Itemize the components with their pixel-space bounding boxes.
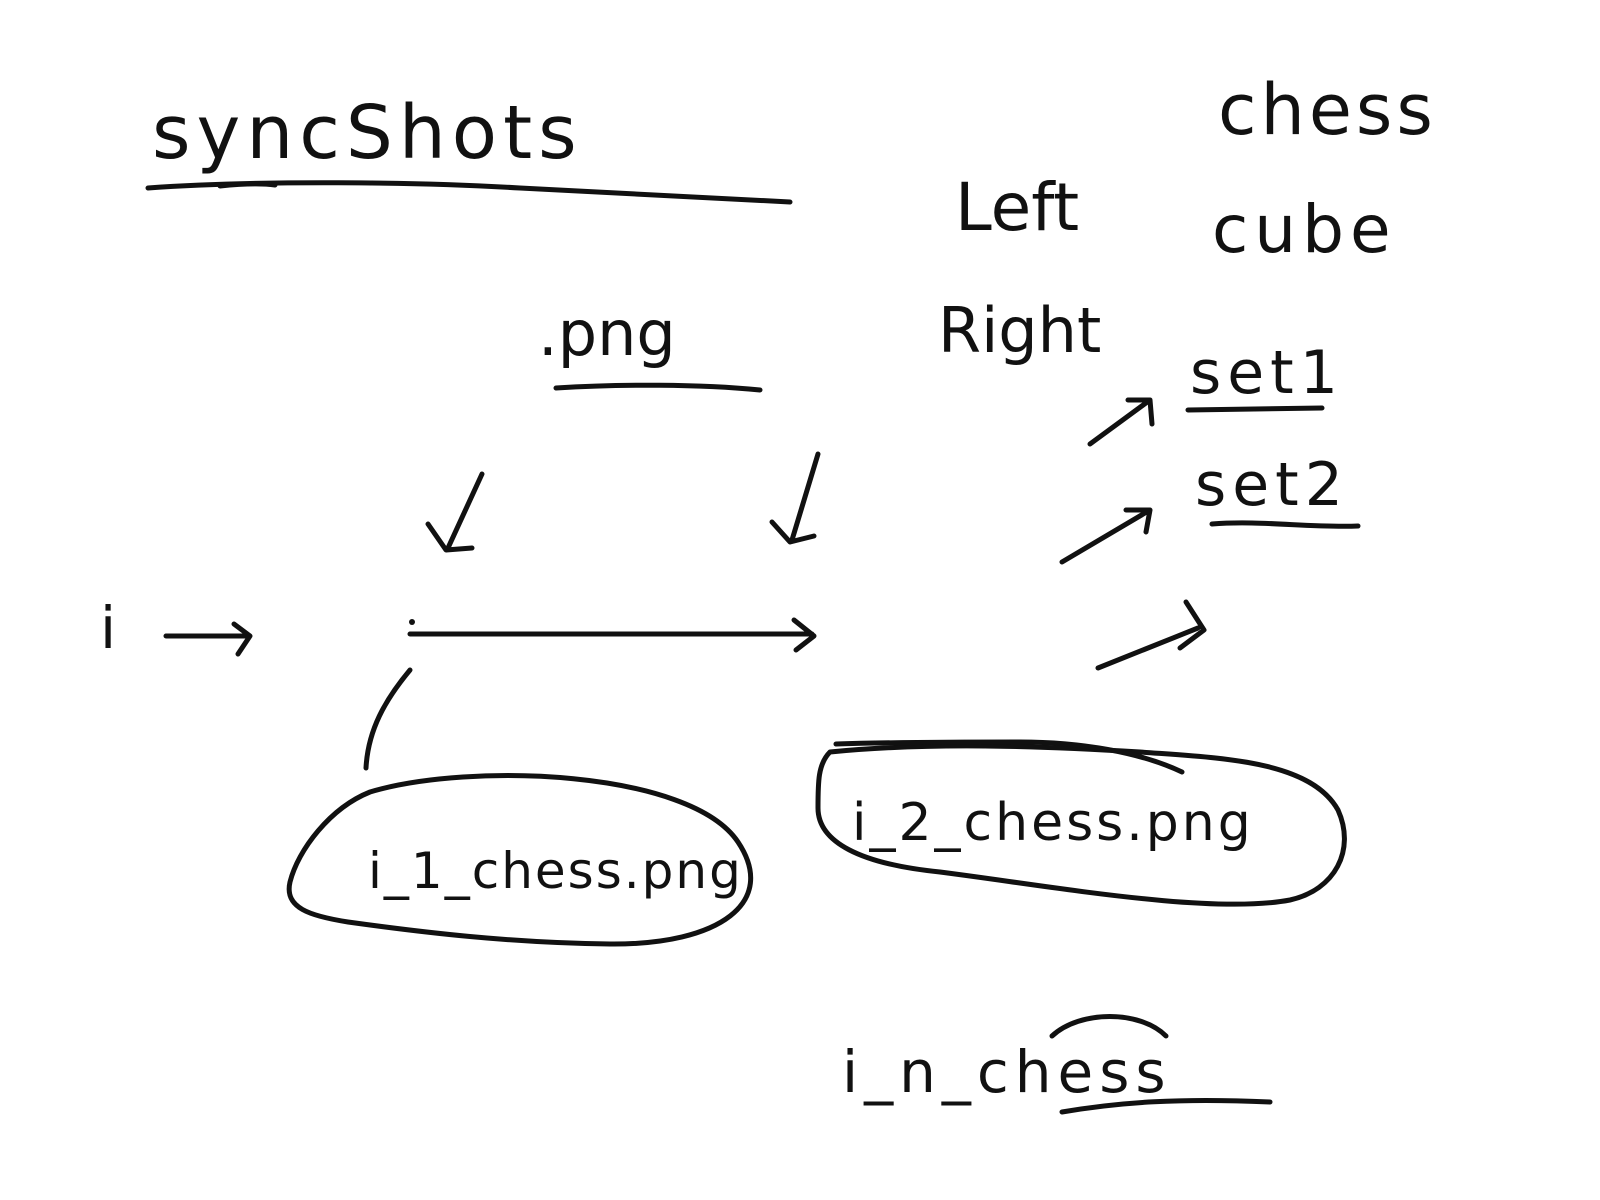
file-blob-first [286, 773, 753, 947]
nth-overstroke [1049, 1014, 1169, 1039]
nth-underline [1059, 1097, 1273, 1115]
set-label-2: set2 [1195, 450, 1349, 520]
format-label: .png [538, 297, 676, 370]
file-label-second: i_2_chess.png [852, 793, 1254, 853]
timeline-start-dot [409, 619, 415, 625]
scene-label-cube: cube [1212, 191, 1397, 268]
file-blob-second-top-overstroke [833, 739, 1185, 775]
title-underline-overstroke [217, 181, 278, 189]
scene-label-chess: chess [1218, 69, 1437, 151]
arrow-to-set-n [1095, 599, 1207, 671]
side-label-left: Left [955, 169, 1079, 246]
down-arrow-right [769, 451, 821, 545]
set1-underline [1185, 405, 1325, 413]
file-label-first: i_1_chess.png [368, 842, 743, 900]
index-label: i [100, 594, 116, 662]
set2-underline [1209, 520, 1361, 529]
timeline-arrow [407, 617, 817, 653]
down-arrow-left [425, 471, 485, 553]
index-arrow [163, 621, 253, 657]
arrow-to-set2 [1059, 507, 1153, 565]
set-label-1: set1 [1190, 338, 1344, 408]
side-label-right: Right [938, 294, 1101, 367]
connector-line [363, 667, 413, 771]
arrow-to-set1 [1087, 397, 1155, 447]
title-text: syncShots [152, 90, 583, 176]
format-underline [553, 382, 763, 393]
file-label-nth: i_n_chess [842, 1038, 1172, 1106]
